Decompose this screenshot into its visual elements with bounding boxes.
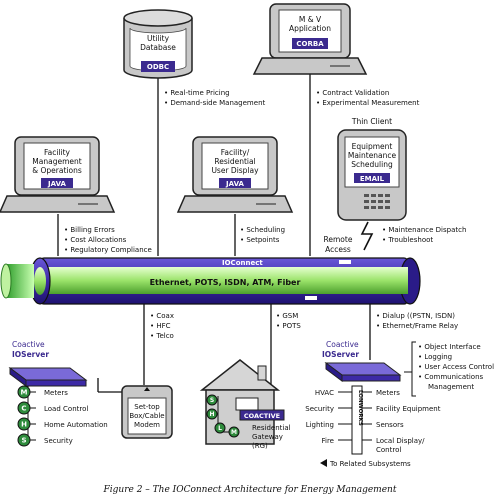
fm-line1: Facility (44, 148, 71, 157)
lonworks-label: LONWORKS (357, 390, 363, 426)
ud-line1: Facility/ (221, 148, 250, 157)
thin-client-device: Equipment Maintenance Scheduling EMAIL (337, 129, 407, 221)
fm-bullet-3: • Regulatory Compliance (64, 246, 152, 254)
database-line2: Database (140, 43, 176, 52)
fm-line3: & Operations (32, 166, 82, 175)
ud-bullet-2: • Setpoints (240, 236, 280, 244)
db-bullet-2: • Demand-side Management (164, 99, 265, 107)
left-item-load-control: Load Control (44, 405, 88, 413)
remote-label-1: Remote (324, 235, 353, 244)
residential-house: S H L M COACTIVE (199, 359, 285, 445)
settop-box: Set-top Box/Cable Modem (121, 385, 173, 439)
settop-line2: Box/Cable (129, 412, 164, 420)
email-tag: EMAIL (360, 175, 385, 183)
right-server-title: Coactive (326, 340, 359, 349)
right-ioserver-device (324, 362, 402, 382)
mv-line1: M & V (299, 15, 322, 24)
coax-1: • Coax (150, 312, 174, 320)
rg-letter-h: H (209, 411, 214, 418)
feature-4: • Communications (418, 373, 484, 381)
left-letter-m: M (21, 389, 28, 397)
rg-letter-s: S (210, 397, 214, 404)
right-left-security: Security (305, 405, 334, 413)
user-display-computer: Facility/ Residential User Display JAVA (176, 136, 294, 213)
mv-bullet-1: • Contract Validation (316, 89, 389, 97)
arrow-left-icon (320, 459, 327, 467)
odbc-tag: ODBC (147, 63, 169, 71)
related-subsystems: To Related Subsystems (329, 460, 411, 468)
right-left-hvac: HVAC (315, 389, 334, 397)
right-right-control: Control (376, 446, 401, 454)
fm-java-tag: JAVA (47, 180, 66, 188)
coax-2: • HFC (150, 322, 171, 330)
bus-protocols: Ethernet, POTS, ISDN, ATM, Fiber (150, 278, 301, 287)
feature-3: • User Access Control (418, 363, 494, 371)
rg-line3: (RG) (252, 442, 268, 450)
left-letter-s: S (21, 437, 26, 445)
db-bullet-1: • Real-time Pricing (164, 89, 230, 97)
gsm-1: • GSM (276, 312, 298, 320)
left-server-title: Coactive (12, 340, 45, 349)
ud-bullet-1: • Scheduling (240, 226, 285, 234)
wireless-bolt-icon (360, 221, 374, 251)
mv-bullet-2: • Experimental Measurement (316, 99, 420, 107)
tc-line2: Maintenance (348, 151, 397, 160)
settop-line3: Modem (134, 421, 160, 429)
dialup-2: • Ethernet/Frame Relay (376, 322, 458, 330)
rg-line2: Gateway (252, 433, 283, 441)
left-item-meters: Meters (44, 389, 68, 397)
tc-bullet-2: • Troubleshoot (382, 236, 433, 244)
mv-line2: Application (289, 24, 331, 33)
ioconnect-label: IOConnect (222, 259, 263, 267)
right-left-lighting: Lighting (306, 421, 334, 429)
remote-label-2: Access (325, 245, 351, 254)
figure-caption: Figure 2 – The IOConnect Architecture fo… (103, 485, 397, 495)
feature-5: Management (428, 383, 474, 391)
ud-java-tag: JAVA (225, 180, 244, 188)
dialup-1: • Dialup ((PSTN, ISDN) (376, 312, 455, 320)
gsm-2: • POTS (276, 322, 301, 330)
fm-line2: Management (32, 157, 81, 166)
facility-management-computer: Facility Management & Operations JAVA (0, 136, 116, 213)
ud-line2: Residential (214, 157, 255, 166)
right-right-meters: Meters (376, 389, 400, 397)
tc-bullet-1: • Maintenance Dispatch (382, 226, 466, 234)
left-ioserver-device (8, 367, 88, 387)
left-letter-c: C (21, 405, 26, 413)
left-server-items: M C H S Meters Load Control Home Automat… (17, 385, 108, 447)
database-line1: Utility (147, 34, 170, 43)
ud-line3: User Display (211, 166, 259, 175)
tc-line1: Equipment (352, 142, 393, 151)
right-right-sensors: Sensors (376, 421, 404, 429)
rg-letter-m: M (231, 429, 237, 436)
left-server-name: IOServer (12, 350, 49, 359)
fm-bullet-2: • Cost Allocations (64, 236, 127, 244)
right-left-fire: Fire (322, 437, 335, 445)
rg-letter-l: L (218, 425, 222, 432)
ioconnect-bus (0, 257, 421, 305)
corba-tag: CORBA (296, 40, 324, 48)
left-item-home-automation: Home Automation (44, 421, 108, 429)
lonworks-bus: LONWORKS (338, 385, 372, 455)
right-server-name: IOServer (322, 350, 359, 359)
tc-line3: Scheduling (351, 160, 393, 169)
coactive-tag: COACTIVE (244, 412, 280, 420)
left-letter-h: H (21, 421, 27, 429)
coax-3: • Telco (150, 332, 174, 340)
left-item-security: Security (44, 437, 73, 445)
feature-2: • Logging (418, 353, 452, 361)
connector-lines (57, 58, 371, 396)
mv-application-computer: M & V Application CORBA (252, 3, 368, 75)
rg-line1: Residential (252, 424, 291, 432)
right-right-facility: Facility Equipment (376, 405, 441, 413)
right-right-display: Local Display/ (376, 437, 425, 445)
utility-database: Utility Database ODBC (123, 9, 193, 79)
fm-bullet-1: • Billing Errors (64, 226, 115, 234)
feature-1: • Object Interface (418, 343, 481, 351)
settop-line1: Set-top (134, 403, 160, 411)
thin-client-title: Thin Client (351, 117, 392, 126)
